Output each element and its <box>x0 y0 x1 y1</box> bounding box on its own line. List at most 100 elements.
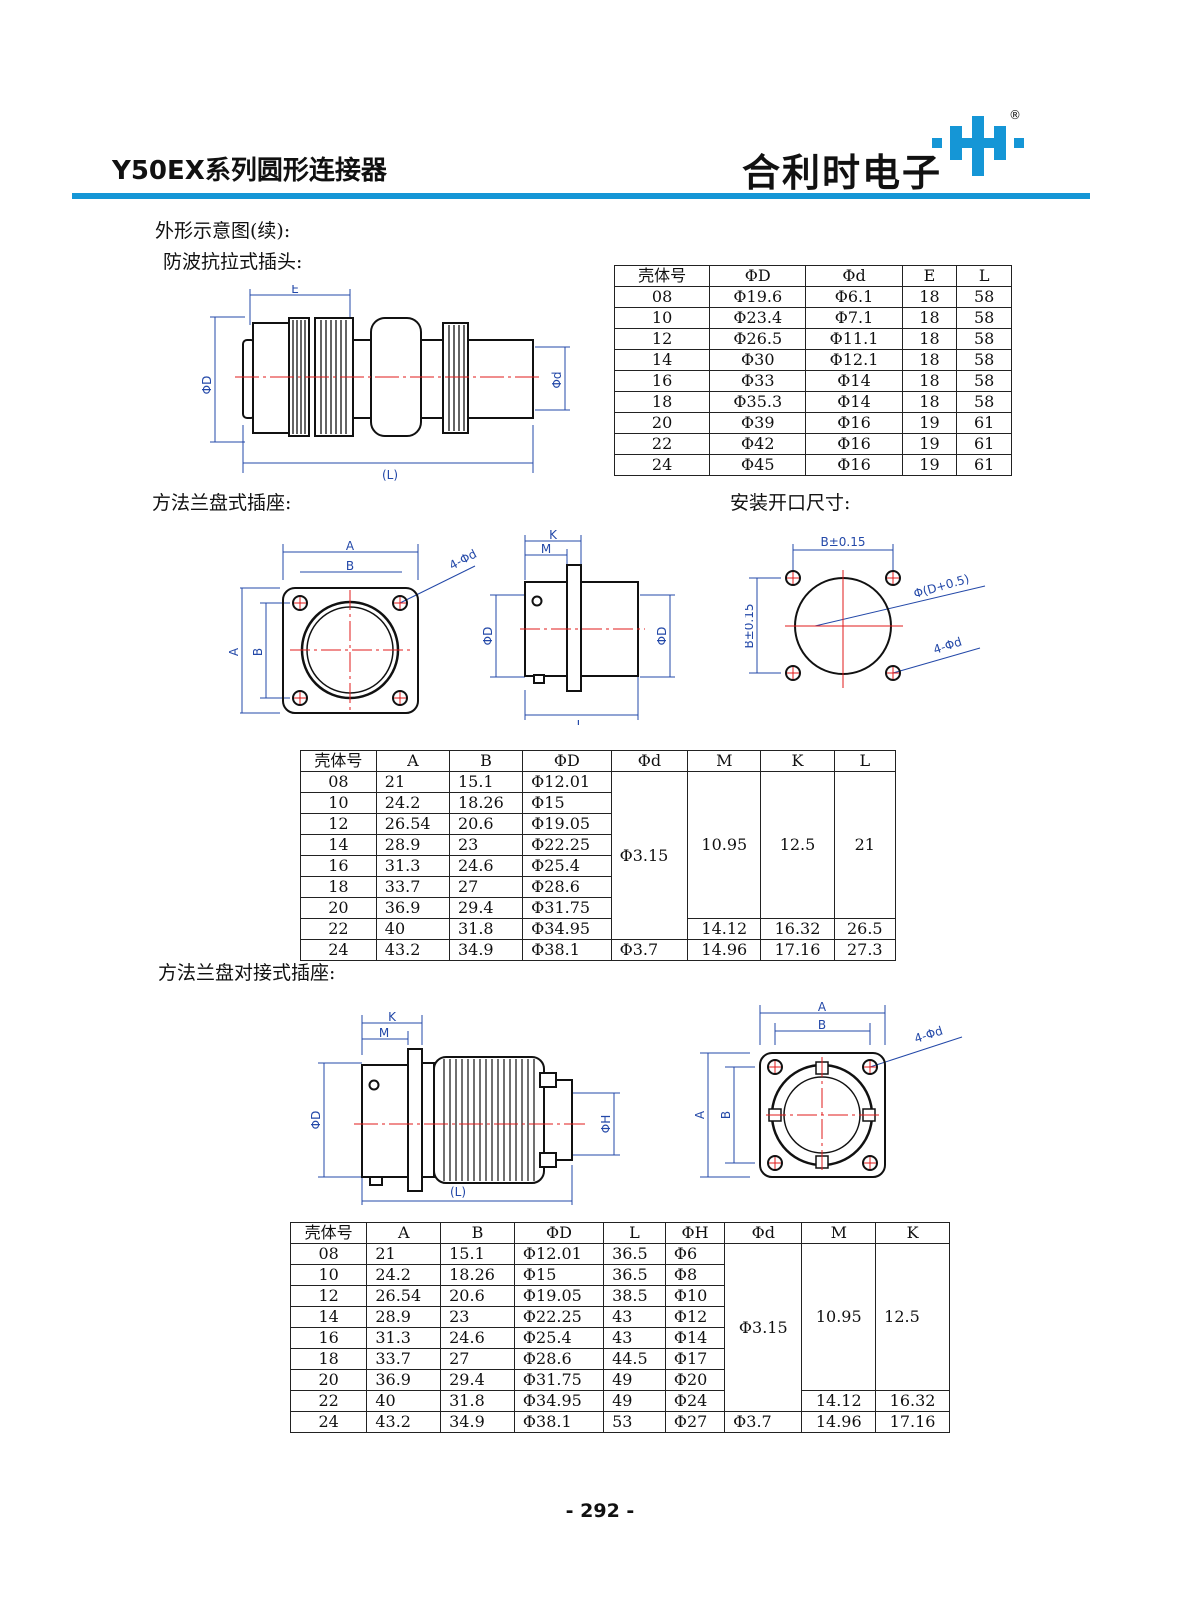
cell: 49 <box>603 1390 666 1412</box>
th-phiD: ΦD <box>513 1222 605 1244</box>
dim-4phid-jam-label: 4-Φd <box>913 1024 945 1046</box>
cell: 10 <box>300 792 377 814</box>
cell: 23 <box>440 1306 515 1328</box>
cell: Φ22.25 <box>522 834 612 856</box>
cell: 21 <box>375 771 450 793</box>
cell: Φ38.1 <box>522 939 612 961</box>
cell: 58 <box>956 286 1012 308</box>
cell: Φ33 <box>709 370 807 392</box>
cell: Φ6 <box>664 1243 726 1265</box>
cell: 20 <box>300 897 377 919</box>
dim-phiD-jam-label: ΦD <box>310 1111 323 1130</box>
cell: Φ10 <box>664 1285 726 1307</box>
cell: Φ17 <box>664 1348 726 1370</box>
merged-L-cell: 21 <box>833 771 897 919</box>
cell: 14 <box>289 1306 368 1328</box>
dim-4phid-label: 4-Φd <box>447 547 479 573</box>
cell: 12 <box>300 813 377 835</box>
dim-M-jam-label: M <box>379 1026 389 1040</box>
cell: 49 <box>603 1369 666 1391</box>
cell: 58 <box>956 349 1012 371</box>
cell: 28.9 <box>366 1306 442 1328</box>
cell: 14 <box>300 834 377 856</box>
cell: 18 <box>901 370 958 392</box>
cell: 16 <box>289 1327 368 1349</box>
cell: 08 <box>289 1243 368 1265</box>
merged-phid-cell: Φ3.15 <box>610 771 689 940</box>
cell: 24.6 <box>440 1327 515 1349</box>
cell: 53 <box>603 1411 666 1433</box>
dim-A-label: A <box>346 539 355 553</box>
cell: Φ27 <box>664 1411 726 1433</box>
cell: 61 <box>956 433 1012 455</box>
registered-mark: ® <box>1009 108 1021 122</box>
th-phid: Φd <box>724 1222 803 1244</box>
cell: 24 <box>300 939 377 961</box>
flange-front-drawing: A B A B 4-Φd <box>227 539 479 714</box>
cell: 10 <box>289 1264 368 1286</box>
dim-L-jam-label: (L) <box>450 1185 466 1199</box>
dim-A-side-label: A <box>227 647 241 656</box>
merged-K-cell: 12.5 <box>875 1243 950 1391</box>
cell: 34.9 <box>440 1411 515 1433</box>
cell: Φ34.95 <box>513 1390 605 1412</box>
th-phid: Φd <box>610 750 689 772</box>
cell: 22 <box>289 1390 368 1412</box>
cell: 17.16 <box>875 1411 950 1433</box>
cell: 26.54 <box>375 813 450 835</box>
dim-phiH-label: ΦH <box>599 1115 613 1133</box>
cell: Φ16 <box>805 454 903 476</box>
cell: 14.12 <box>801 1390 877 1412</box>
cell: Φ15 <box>513 1264 605 1286</box>
th-A: A <box>375 750 450 772</box>
dim-A-jam-label: A <box>818 1000 827 1014</box>
dim-B-side-label: B <box>251 648 265 656</box>
th-phid: Φd <box>805 265 903 287</box>
merged-M-cell: 10.95 <box>801 1243 877 1391</box>
cell: Φ16 <box>805 433 903 455</box>
th-A: A <box>366 1222 442 1244</box>
cell: 44.5 <box>603 1348 666 1370</box>
cell: 27.3 <box>833 939 897 961</box>
cell: 14.12 <box>687 918 762 940</box>
cell: 36.9 <box>375 897 450 919</box>
cell: 21 <box>366 1243 442 1265</box>
cell: 27 <box>448 876 524 898</box>
cell: Φ3.7 <box>610 939 689 961</box>
cell: Φ19.6 <box>709 286 807 308</box>
cell: 26.54 <box>366 1285 442 1307</box>
cell: 18 <box>901 286 958 308</box>
cell: 20 <box>613 412 711 434</box>
cell: Φ26.5 <box>709 328 807 350</box>
cell: Φ24 <box>664 1390 726 1412</box>
cell: 23 <box>448 834 524 856</box>
dim-phid-label: Φd <box>550 371 564 388</box>
merged-M-cell: 10.95 <box>687 771 762 919</box>
cell: 18 <box>901 328 958 350</box>
th-K: K <box>760 750 835 772</box>
dim-A-jam-side-label: A <box>693 1110 707 1119</box>
cell: Φ25.4 <box>513 1327 605 1349</box>
cell: 26.5 <box>833 918 897 940</box>
panel-cutout-drawing: B±0.15 B±0.15 Φ(D+0.5) 4-Φd <box>745 535 986 688</box>
cell: 17.16 <box>760 939 835 961</box>
jam-front-drawing: A B A B 4-Φd <box>693 1000 963 1178</box>
cell: Φ19.05 <box>522 813 612 835</box>
cell: Φ31.75 <box>522 897 612 919</box>
cell: 19 <box>901 454 958 476</box>
cell: 12 <box>613 328 711 350</box>
cell: Φ12.01 <box>522 771 612 793</box>
cell: 18.26 <box>448 792 524 814</box>
brand-logo-icon <box>932 116 1024 176</box>
